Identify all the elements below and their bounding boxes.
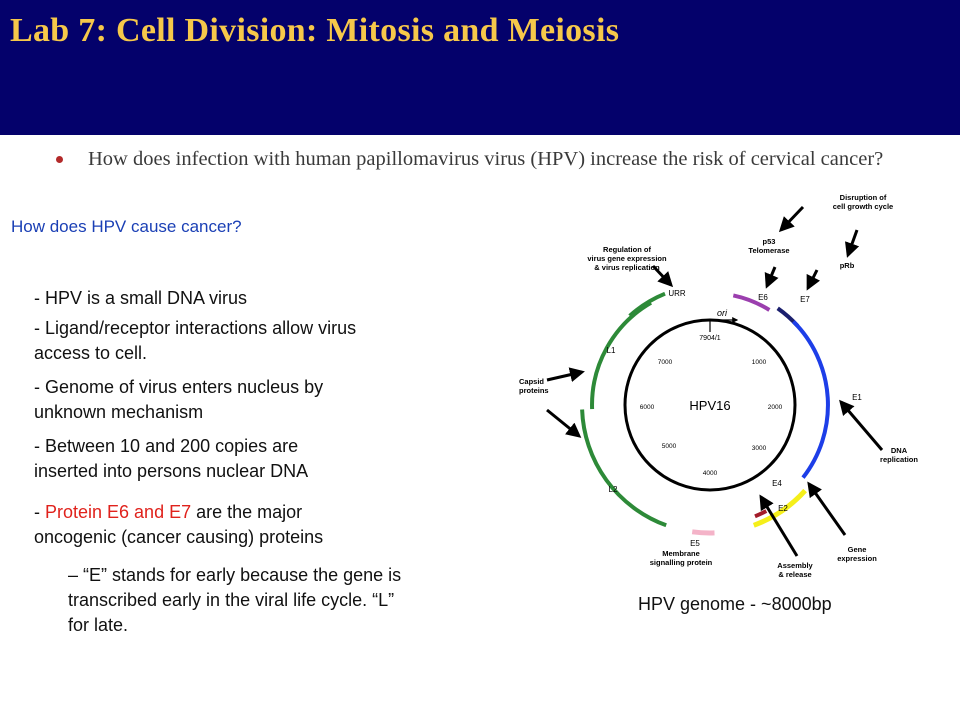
hpv16-genome-diagram: ori 7904/1 HPV16 1000 2000 3000 4000 500…	[519, 193, 918, 579]
e4-label: E4	[772, 479, 782, 488]
ori-arrow-icon	[709, 317, 739, 332]
point-rest: are the major oncogenic (cancer causing)…	[34, 502, 324, 547]
e6-arc	[732, 293, 771, 312]
tick-label: 2000	[768, 404, 783, 411]
annotation-capsid-line: Capsid	[519, 377, 544, 386]
annotation-membrane-line: signalling protein	[650, 558, 713, 567]
point-prefix: -	[34, 502, 45, 522]
annotation-p53-line: Telomerase	[748, 246, 789, 255]
e2-label: E2	[778, 504, 788, 513]
arrow-prb-icon	[845, 229, 860, 258]
l2-label: L2	[609, 485, 618, 494]
ori-label: ori	[717, 308, 728, 318]
l1-label: L1	[607, 346, 616, 355]
annotation-dna-replication-line: DNA	[891, 446, 908, 455]
point-small-dna-virus: - HPV is a small DNA virus	[34, 288, 248, 308]
annotation-prb-line: pRb	[840, 261, 855, 270]
e2-arc	[752, 488, 807, 528]
question-text: How does infection with human papillomav…	[88, 148, 884, 170]
tick-label: 1000	[752, 359, 767, 366]
e7-label: E7	[800, 295, 810, 304]
l2-arc	[580, 409, 667, 528]
e6-e7-highlight: Protein E6 and E7	[45, 502, 192, 522]
arrow-capsid-lower-icon	[546, 408, 582, 438]
arrow-dna-rep-icon	[839, 399, 884, 451]
slide-title: Lab 7: Cell Division: Mitosis and Meiosi…	[10, 12, 620, 49]
arrow-regulation-icon	[651, 264, 674, 288]
bullet-dot-icon	[56, 156, 63, 163]
e1-label: E1	[852, 393, 862, 402]
point-genome-enters: - Genome of virus enters nucleus by unkn…	[34, 377, 324, 422]
arrow-disruption-icon	[778, 205, 805, 233]
e5-arc	[691, 529, 715, 536]
e5-label: E5	[690, 539, 700, 548]
annotation-arrows	[546, 205, 884, 557]
point-copies-inserted: - Between 10 and 200 copies are inserted…	[34, 436, 309, 481]
e4-arc	[754, 509, 768, 519]
arrow-capsid-icon	[546, 367, 585, 382]
annotation-gene-expression-line: Gene	[848, 545, 867, 554]
tick-label: 5000	[662, 443, 677, 450]
point-ligand-receptor: - Ligand/receptor interactions allow vir…	[34, 318, 357, 363]
annotation-disruption-line: Disruption of	[840, 193, 887, 202]
l1-arc	[590, 301, 653, 410]
annotation-assembly-line: Assembly	[777, 561, 813, 570]
arrow-p53-e6-icon	[764, 266, 779, 289]
e6-label: E6	[758, 293, 768, 302]
gene-arcs	[580, 291, 830, 536]
annotation-prb: pRb	[840, 261, 855, 270]
subheading: How does HPV cause cancer?	[11, 217, 242, 236]
point-oncogenic-proteins: - Protein E6 and E7 are the major oncoge…	[34, 500, 364, 550]
title-banner	[0, 0, 960, 135]
tick-label: 6000	[640, 404, 655, 411]
annotation-capsid-line: proteins	[519, 386, 549, 395]
annotation-dna-replication-line: replication	[880, 455, 918, 464]
annotation-regulation-line: virus gene expression	[587, 254, 667, 263]
annotation-assembly-line: & release	[778, 570, 811, 579]
annotation-regulation-line: & virus replication	[594, 263, 660, 272]
annotation-gene-expression-line: expression	[837, 554, 877, 563]
question-bullet: How does infection with human papillomav…	[56, 144, 918, 174]
point-e-for-early: – “E” stands for early because the gene …	[68, 565, 402, 635]
diagram-caption: HPV genome - ~8000bp	[638, 594, 832, 614]
annotation-assembly: Assembly& release	[777, 561, 813, 579]
annotation-membrane-line: Membrane	[662, 549, 700, 558]
tick-label: 4000	[703, 470, 718, 477]
annotation-disruption-line: cell growth cycle	[833, 202, 893, 211]
arrow-gene-exp-icon	[807, 481, 847, 536]
annotation-regulation-line: Regulation of	[603, 245, 651, 254]
annotation-p53-line: p53	[763, 237, 776, 246]
position-label-top: 7904/1	[699, 335, 721, 342]
arrow-prb-e7-icon	[806, 269, 821, 291]
e1-arc	[791, 320, 830, 479]
urr-label: URR	[668, 289, 686, 298]
tick-label: 7000	[658, 359, 673, 366]
genome-name-label: HPV16	[689, 398, 730, 413]
tick-label: 3000	[752, 445, 767, 452]
arrow-assembly-icon	[759, 494, 799, 557]
